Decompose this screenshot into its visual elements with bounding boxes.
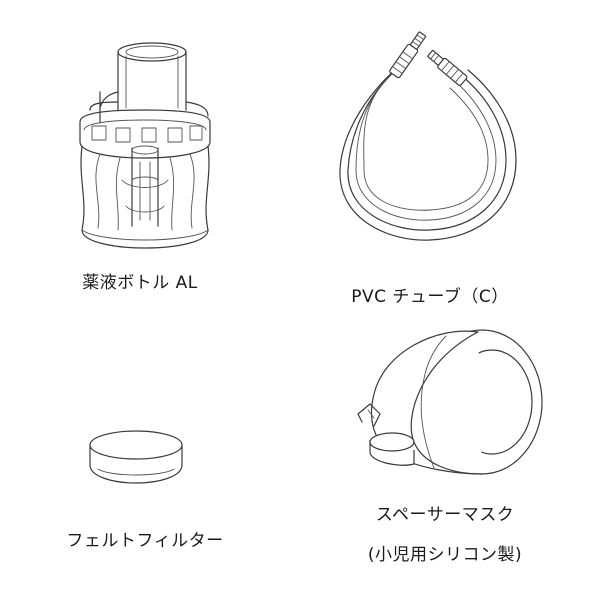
part-pvc-tube: PVC チューブ（C） (320, 30, 540, 310)
part-felt-filter: フェルトフィルター (50, 425, 250, 555)
label-medicine-bottle: 薬液ボトル AL (82, 273, 198, 293)
sublabel-spacer-mask: (小児用シリコン製) (367, 545, 523, 565)
part-medicine-bottle: 薬液ボトル AL (60, 30, 220, 293)
label-pvc-tube: PVC チューブ（C） (351, 287, 509, 307)
label-spacer-mask: スペーサーマスク (375, 505, 515, 525)
spacer-mask-icon (357, 329, 543, 475)
medicine-bottle-icon (79, 42, 211, 249)
part-spacer-mask: スペーサーマスク (小児用シリコン製) (330, 322, 560, 582)
pvc-tube-icon (339, 31, 517, 241)
felt-filter-icon (89, 430, 183, 484)
label-felt-filter: フェルトフィルター (66, 531, 224, 551)
